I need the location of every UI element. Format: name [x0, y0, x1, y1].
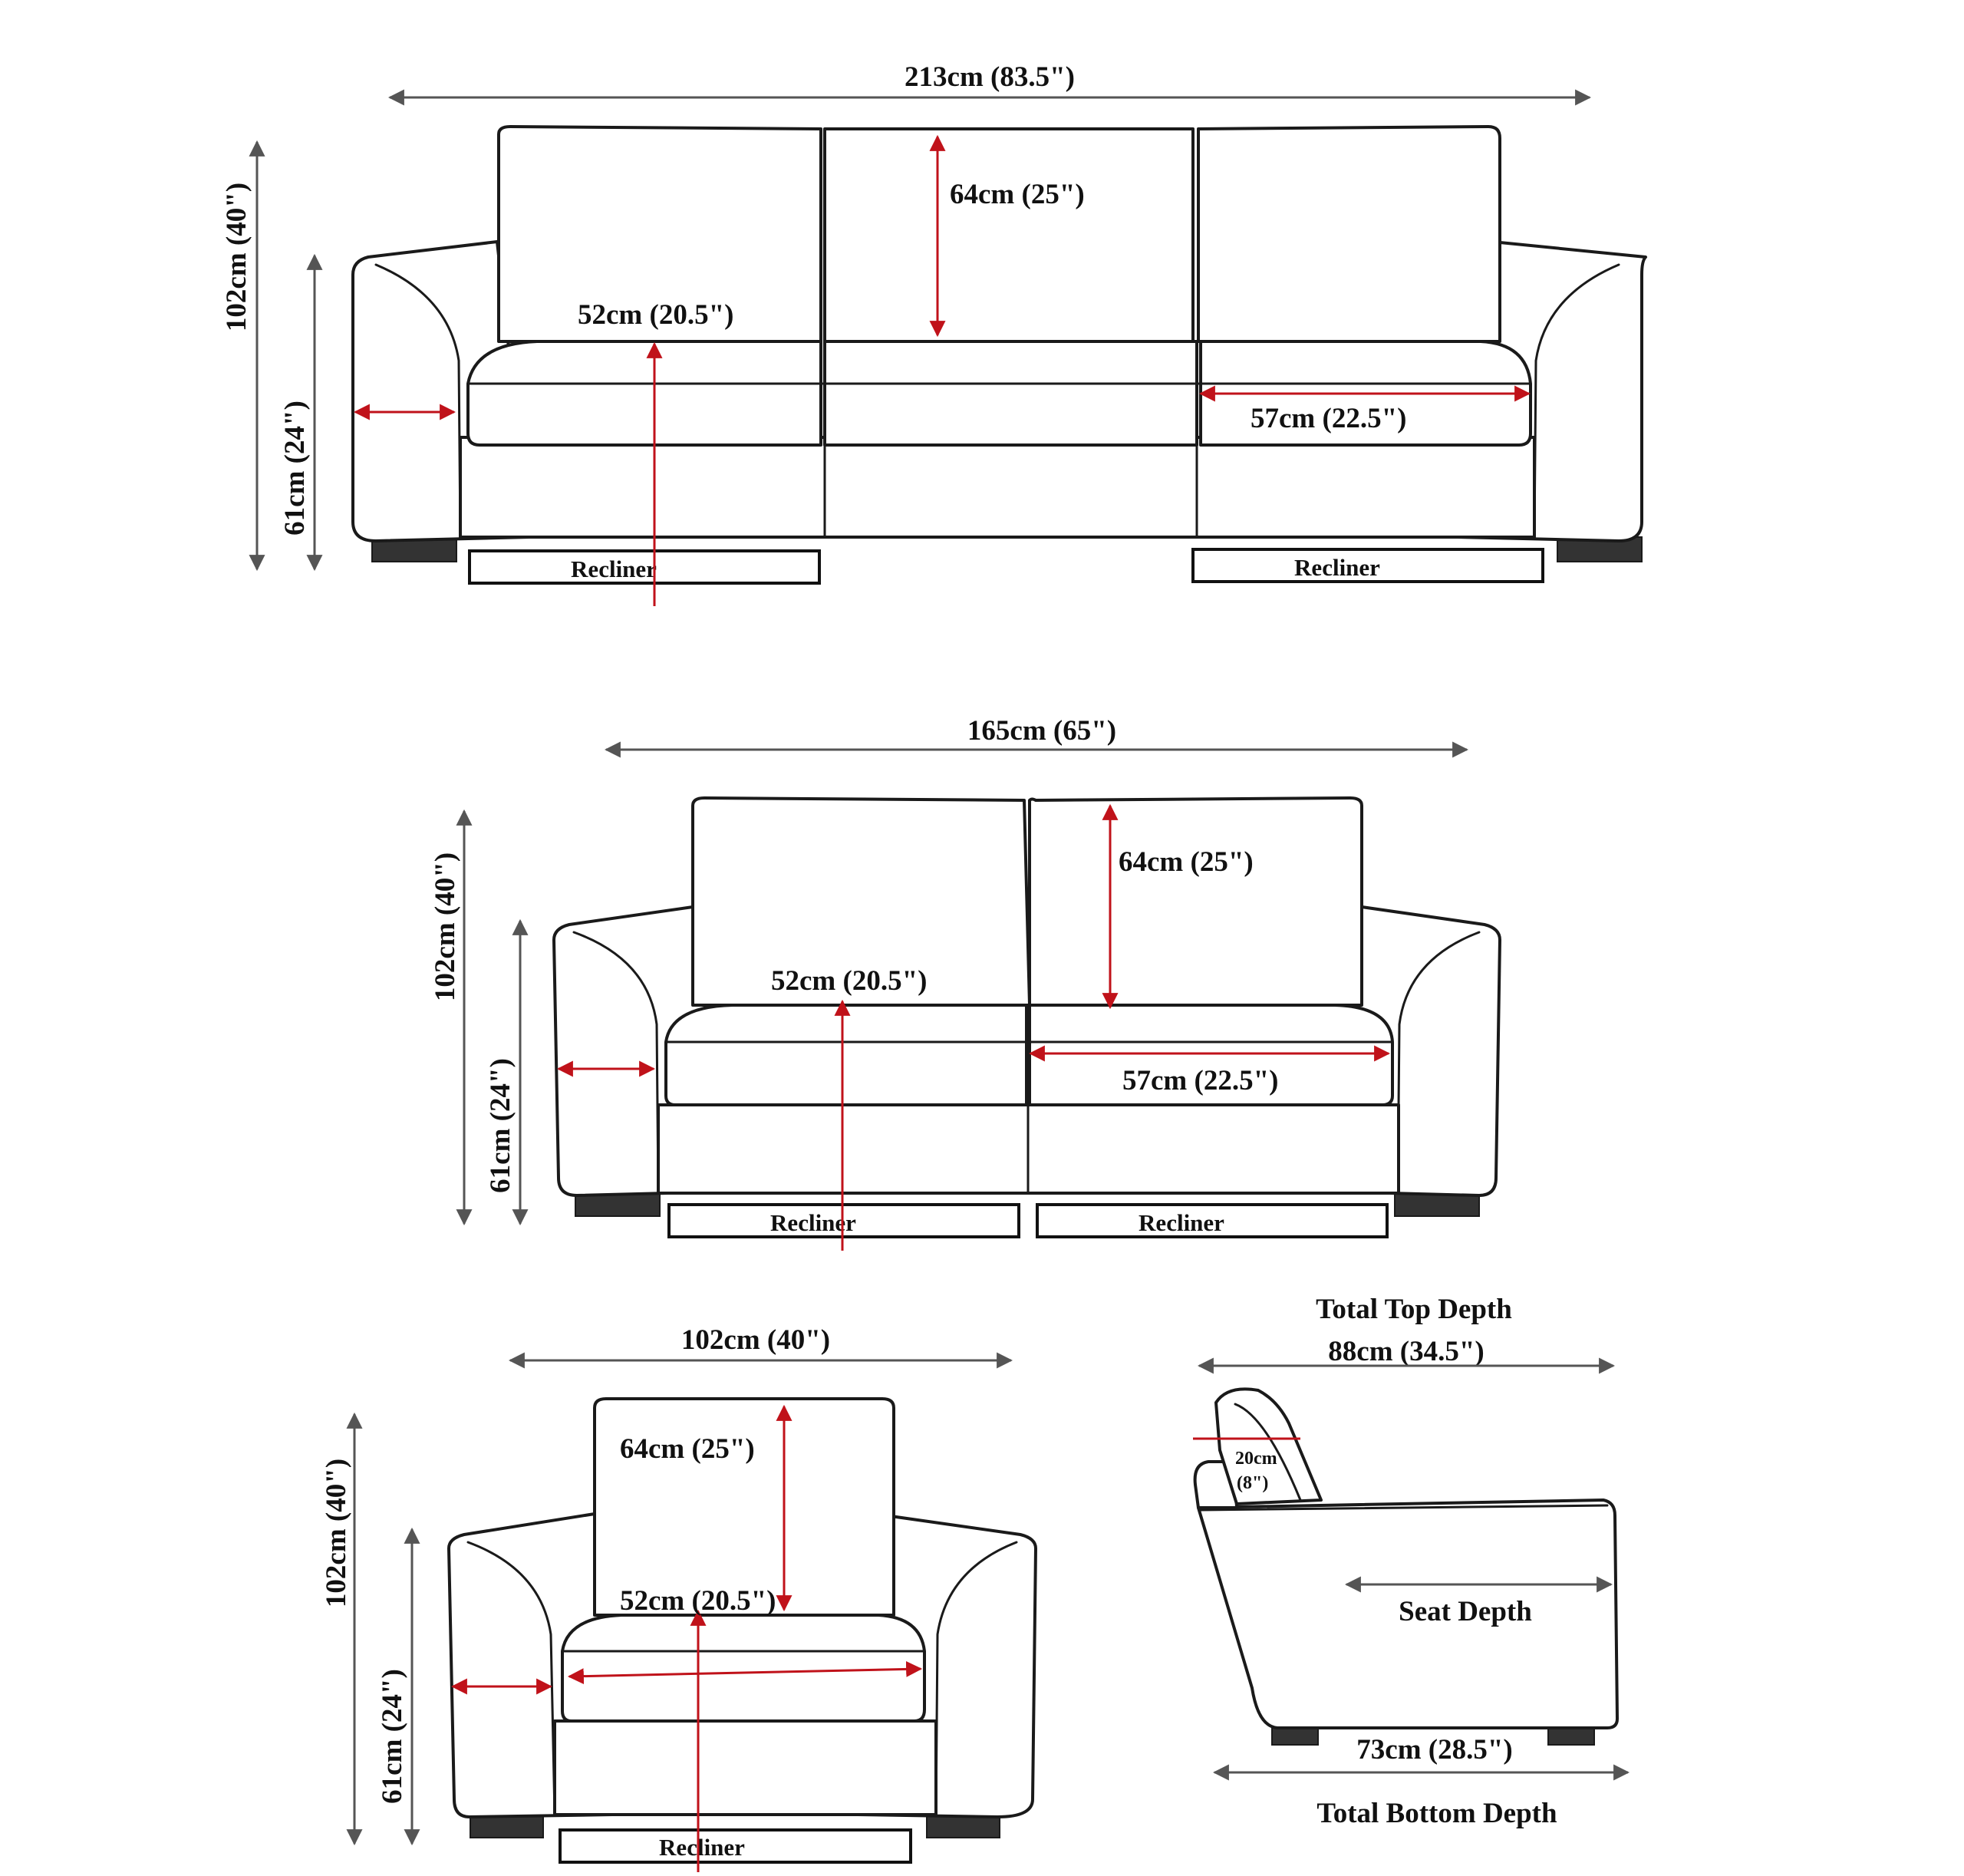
armchair-leg-left: [470, 1814, 544, 1838]
side-back-cushion: [1214, 1387, 1323, 1505]
sofa2-arm-left-inner: [572, 931, 660, 1193]
armchair-seat-cushion: [561, 1614, 926, 1723]
sofa2-seat-cushion-left: [664, 1004, 1028, 1106]
side-seat-top: [1199, 1504, 1609, 1512]
sofa3-back-cushion-left: [497, 125, 822, 343]
sofa2-recliner-right-label: Recliner: [1139, 1209, 1224, 1236]
side-bottom-depth-label: 73cm (28.5"): [1356, 1734, 1512, 1766]
sofa3-seat-depth-label: 57cm (22.5"): [1251, 403, 1406, 434]
sofa3-back-cushion-middle: [823, 127, 1195, 343]
sofa2-recliner-box-right: [1036, 1203, 1389, 1238]
sofa3-arm-right-inner: [1533, 263, 1620, 539]
sofa3-back-cushion-right: [1197, 125, 1501, 343]
sofa2-width-label: 165cm (65"): [967, 715, 1116, 747]
side-leg-front: [1271, 1727, 1319, 1746]
sofa3-base: [459, 436, 1536, 539]
sofa2-back-cushion-right: [1028, 796, 1363, 1007]
side-body: [1197, 1498, 1619, 1729]
armchair-seat-height-label: 52cm (20.5"): [620, 1585, 776, 1617]
armchair-base: [553, 1719, 938, 1816]
side-back-cushion-seam: [1234, 1403, 1302, 1502]
sofa2-total-height-label: 102cm (40"): [430, 852, 461, 1001]
sofa3-seat-height-label: 52cm (20.5"): [578, 299, 733, 331]
sofa-3-seater: Recliner Recliner 213cm (83.5") 102cm (4…: [221, 61, 1647, 606]
armchair-arm-height-label: 61cm (24"): [377, 1669, 408, 1804]
sofa2-recliner-box-left: [667, 1203, 1020, 1238]
armchair: Recliner 102cm (40") 102cm (40") 61cm (2…: [321, 1324, 1037, 1876]
side-top-depth-label: 88cm (34.5"): [1328, 1336, 1484, 1367]
sofa3-recliner-right-label: Recliner: [1294, 554, 1380, 581]
armchair-total-height-label: 102cm (40"): [321, 1459, 352, 1607]
sofa2-arm-right-inner: [1396, 931, 1481, 1193]
armchair-seat-depth-arrow: [567, 1660, 923, 1685]
side-cushion-width-line2: (8"): [1237, 1473, 1268, 1493]
armchair-leg-right: [926, 1814, 1000, 1838]
sofa3-recliner-left-label: Recliner: [571, 556, 657, 582]
sofa2-seat-depth-label: 57cm (22.5"): [1122, 1065, 1278, 1096]
side-seat-depth-label: Seat Depth: [1399, 1596, 1532, 1627]
sofa3-back-height-label: 64cm (25"): [950, 179, 1085, 210]
side-bottom-depth-title: Total Bottom Depth: [1316, 1798, 1557, 1829]
armchair-back-height-label: 64cm (25"): [620, 1433, 755, 1465]
armchair-arm-right-inner: [934, 1541, 1018, 1816]
side-top-depth-title: Total Top Depth: [1316, 1294, 1512, 1325]
armchair-back-cushion: [593, 1397, 895, 1617]
armchair-recliner-box: [559, 1828, 912, 1864]
armchair-recliner-label: Recliner: [659, 1834, 745, 1861]
side-leg-back: [1547, 1727, 1595, 1746]
sofa3-recliner-box-left: [468, 549, 821, 585]
sofa3-arm-left-inner: [374, 263, 462, 539]
sofa2-seat-height-label: 52cm (20.5"): [771, 965, 927, 997]
armchair-width-label: 102cm (40"): [681, 1324, 830, 1356]
armchair-arm-left-inner: [466, 1541, 556, 1816]
sofa3-width-label: 213cm (83.5"): [905, 61, 1075, 93]
sofa3-recliner-box-right: [1191, 548, 1544, 583]
sofa2-back-height-label: 64cm (25"): [1119, 846, 1254, 878]
sofa3-seat-cushion-middle: [823, 340, 1198, 447]
sofa3-arm-height-label: 61cm (24"): [279, 401, 311, 536]
sofa3-total-height-label: 102cm (40"): [221, 183, 252, 331]
sofa-2-seater: Recliner Recliner 165cm (65") 102cm (40"…: [430, 715, 1501, 1251]
sofa3-seat-cushion-left: [466, 340, 822, 447]
sofa2-back-cushion-left: [691, 796, 1031, 1007]
side-cushion-width-line1: 20cm: [1235, 1449, 1277, 1469]
side-view: Total Top Depth 88cm (34.5") 20cm (8") S…: [1193, 1294, 1630, 1829]
sofa2-arm-height-label: 61cm (24"): [485, 1058, 516, 1193]
